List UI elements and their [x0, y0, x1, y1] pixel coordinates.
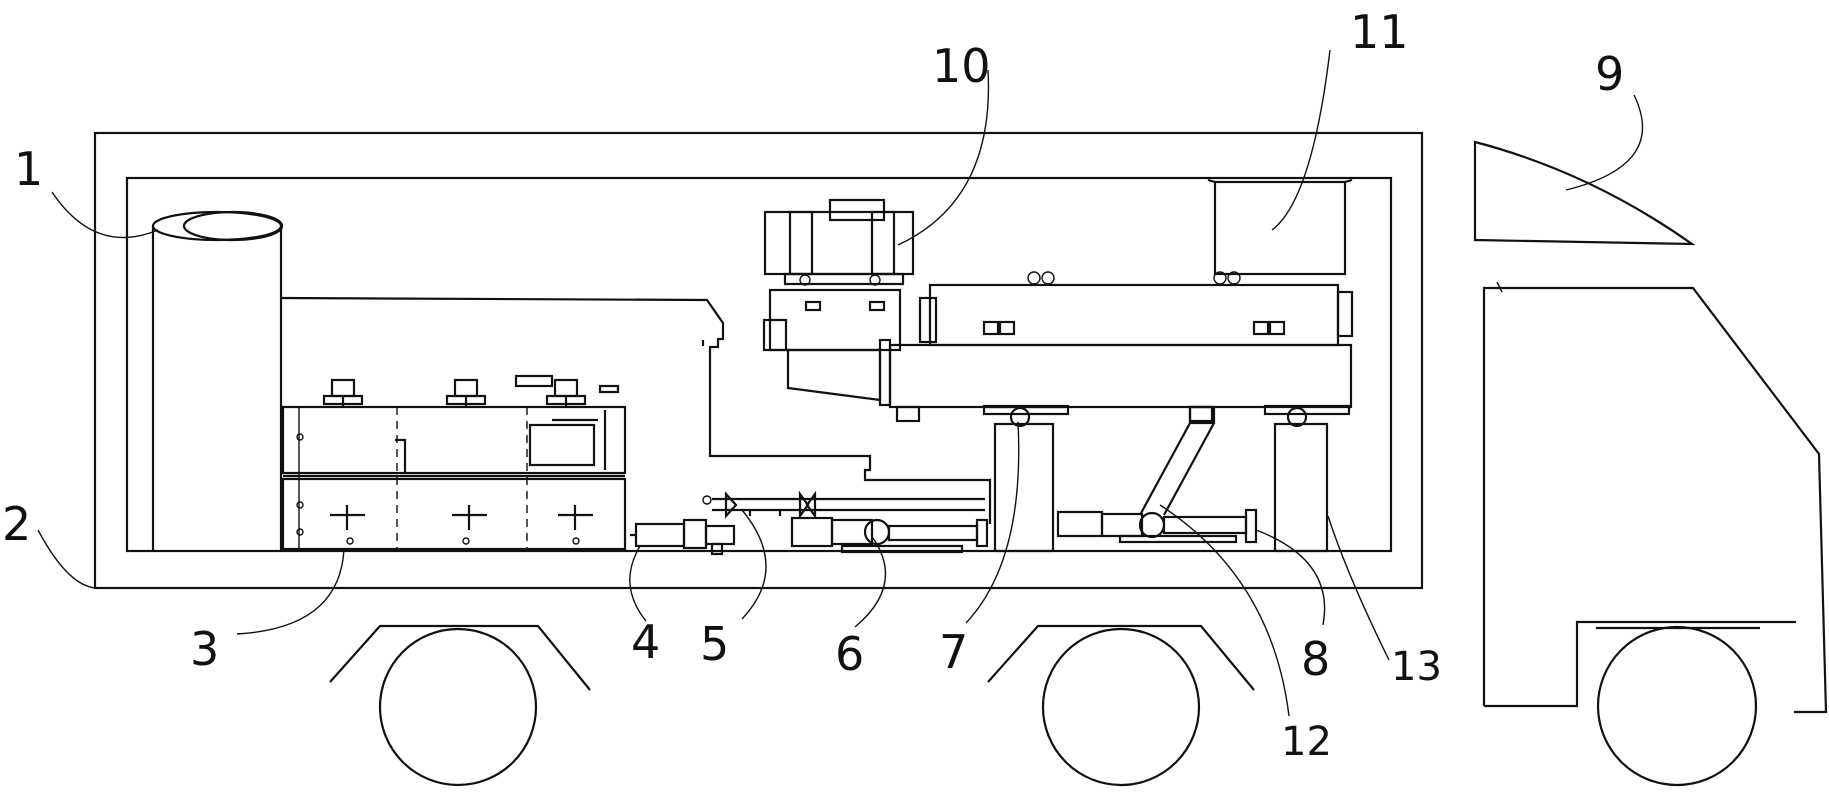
drive-motor [763, 198, 915, 286]
label-7: 7 [939, 625, 968, 679]
label-8: 8 [1301, 632, 1330, 686]
feed-pipe [280, 296, 992, 524]
inclined-pipe [1139, 405, 1216, 516]
middle-wheel [987, 624, 1255, 787]
front-wheel [1596, 625, 1758, 787]
callout-labels: 1 2 3 4 5 6 7 8 9 10 11 12 13 [2, 5, 1624, 765]
main-machine [888, 271, 1354, 423]
agitator-1 [322, 378, 364, 407]
agitator-2 [445, 378, 487, 407]
support-stand-7 [982, 404, 1070, 553]
truck-cab [1482, 281, 1828, 714]
label-1: 1 [14, 142, 43, 196]
agitator-3 [514, 374, 620, 407]
rear-wheel [329, 624, 591, 787]
label-11: 11 [1350, 5, 1409, 59]
dosing-pump [630, 518, 736, 556]
dosing-unit [281, 374, 627, 551]
label-5: 5 [700, 617, 729, 671]
label-13: 13 [1391, 644, 1442, 690]
storage-tank [151, 210, 284, 551]
screw-pump-8 [1056, 508, 1258, 544]
label-2: 2 [2, 497, 31, 551]
valve-line [702, 490, 985, 520]
screw-pump-6 [790, 516, 989, 554]
cargo-box [93, 131, 1424, 590]
label-9: 9 [1595, 47, 1624, 101]
support-stand-13 [1263, 404, 1351, 553]
label-6: 6 [835, 627, 864, 681]
roof-deflector [1473, 140, 1696, 246]
label-12: 12 [1281, 719, 1332, 765]
leader-lines [37, 49, 1644, 717]
label-4: 4 [631, 615, 660, 669]
control-cabinet [1207, 178, 1353, 276]
label-3: 3 [190, 622, 219, 676]
gearbox [762, 288, 902, 407]
label-10: 10 [932, 39, 991, 93]
